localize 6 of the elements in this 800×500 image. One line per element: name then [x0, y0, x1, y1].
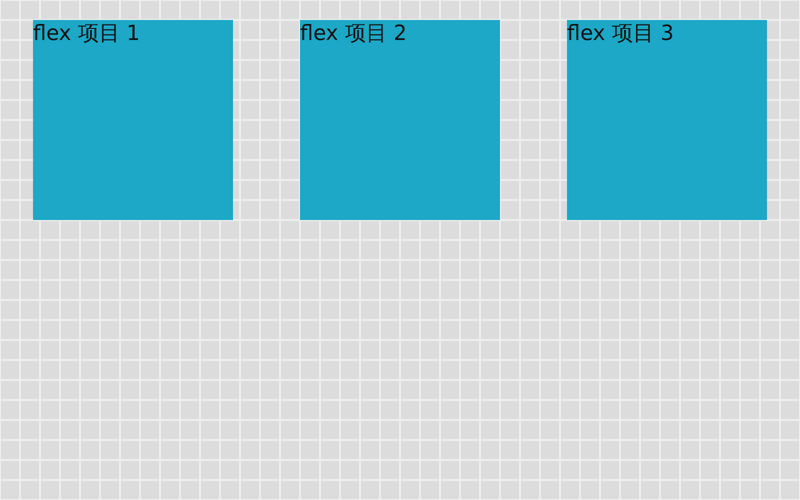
flex-item-box — [300, 20, 500, 220]
item-label: flex 项目 2 — [300, 20, 407, 46]
flex-item-box — [567, 20, 767, 220]
item-label: flex 项目 3 — [567, 20, 674, 46]
item-label: flex 项目 1 — [33, 20, 140, 46]
flex-item-box — [33, 20, 233, 220]
